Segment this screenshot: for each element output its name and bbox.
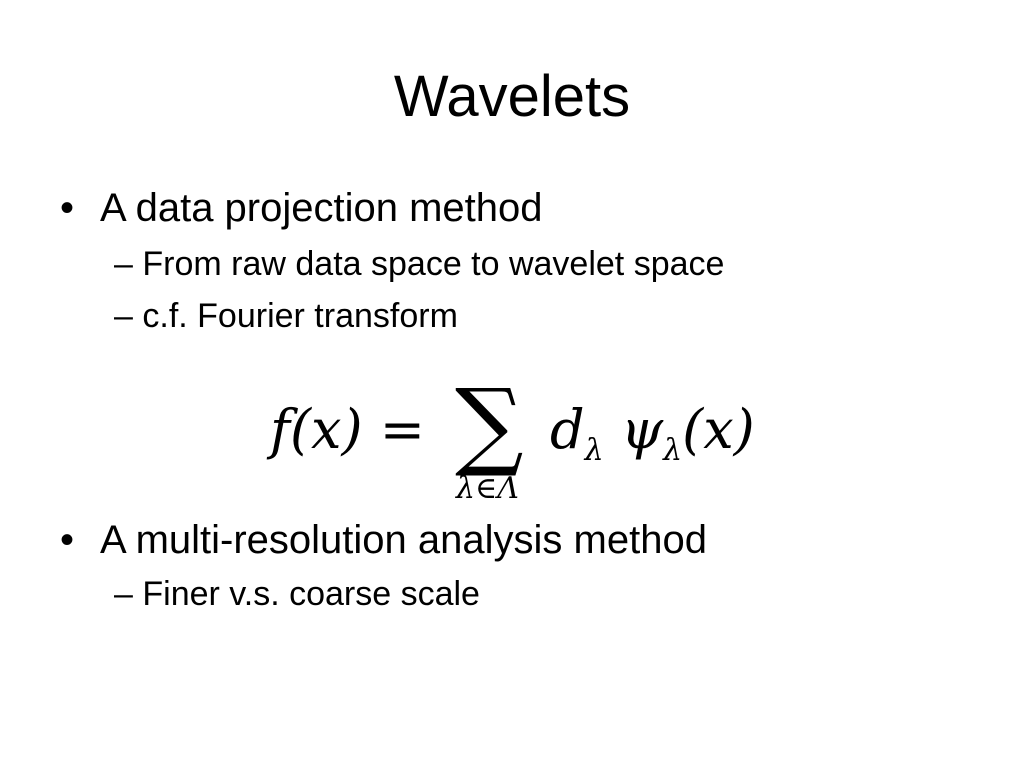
bullet-item: • A multi-resolution analysis method [60,516,707,564]
summation-subscript: λ∈Λ [456,471,519,506]
sub-bullet-marker: – [114,245,133,283]
coefficient-symbol: d [550,398,585,461]
coefficient-subscript: λ [584,432,604,468]
sub-bullet-marker: – [114,575,133,613]
bullet-text: A data projection method [100,186,543,230]
wavelet-formula: f(x) = ∑ λ∈Λ dλ ψλ(x) [260,374,780,520]
sub-bullet-text: Finer v.s. coarse scale [142,575,480,613]
sub-bullet-text: From raw data space to wavelet space [142,245,725,283]
sub-bullet-item: – Finer v.s. coarse scale [114,574,480,614]
sub-bullet-item: – c.f. Fourier transform [114,296,458,336]
bullet-marker: • [60,518,75,562]
bullet-marker: • [60,186,75,230]
formula-rhs: dλ ψλ(x) [550,400,755,481]
sub-bullet-marker: – [114,297,133,335]
wavelet-function-subscript: λ [663,432,683,468]
formula-lhs: f(x) = [270,398,425,461]
bullet-item: • A data projection method [60,184,543,232]
bullet-text: A multi-resolution analysis method [100,518,707,562]
wavelet-function-symbol: ψ [620,398,664,461]
summation-symbol: ∑ [455,368,524,480]
sub-bullet-item: – From raw data space to wavelet space [114,244,724,284]
wavelet-function-argument: (x) [682,398,755,461]
slide-title: Wavelets [393,64,631,129]
sub-bullet-text: c.f. Fourier transform [142,297,458,335]
